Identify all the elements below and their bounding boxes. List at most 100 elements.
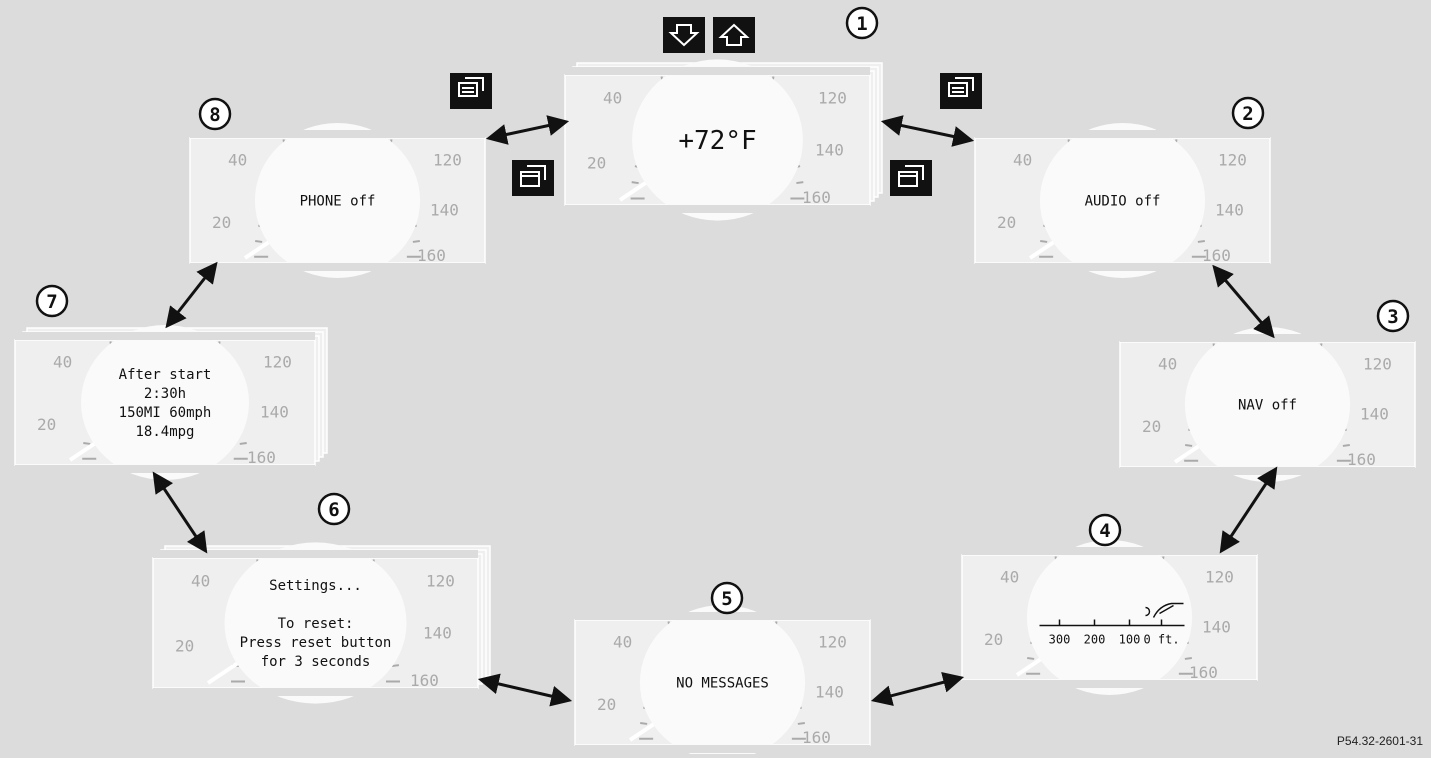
display-area: [1027, 540, 1192, 695]
button-background: [713, 17, 755, 53]
gauge-label: 120: [433, 151, 462, 170]
step-number-label: 6: [328, 499, 339, 521]
gauge-label: 40: [228, 151, 247, 170]
navigation-arrow: [482, 680, 568, 700]
gauge-label: 140: [815, 683, 844, 702]
gauge-tick: [1040, 241, 1047, 242]
step-number-label: 4: [1099, 520, 1110, 542]
gauge-label: 160: [1347, 450, 1376, 469]
step-number-6: 6: [319, 494, 349, 524]
gauge-tick: [240, 443, 247, 444]
distance-scale-label: 0 ft.: [1143, 633, 1179, 647]
gauge-label: 160: [1189, 663, 1218, 682]
gauge-label: 40: [603, 89, 622, 108]
gauge-tick: [796, 182, 803, 183]
menu-back-button-left[interactable]: [450, 73, 492, 109]
gauge-label: 140: [815, 141, 844, 160]
panel-top-mask: [1120, 334, 1415, 342]
step-number-5: 5: [712, 583, 742, 613]
screen-text-line: 18.4mpg: [135, 424, 194, 440]
panel-bottom-mask: [1120, 467, 1415, 475]
step-number-label: 2: [1242, 103, 1253, 125]
menu-forward-button-right[interactable]: [940, 73, 982, 109]
gauge-label: 140: [1215, 201, 1244, 220]
display-area: [81, 325, 249, 480]
gauge-label: 120: [1363, 355, 1392, 374]
step-number-2: 2: [1233, 98, 1263, 128]
step-number-7: 7: [37, 286, 67, 316]
gauge-label: 140: [423, 624, 452, 643]
screen-text-line: PHONE off: [300, 193, 376, 209]
screen-text-line: +72°F: [678, 126, 756, 156]
gauge-label: 140: [430, 201, 459, 220]
gauge-label: 120: [818, 89, 847, 108]
gauge-label: 40: [53, 353, 72, 372]
gauge-label: 20: [175, 637, 194, 656]
screen-text-line: AUDIO off: [1085, 193, 1161, 209]
gauge-tick: [413, 241, 420, 242]
figure-reference: P54.32-2601-31: [1337, 734, 1423, 748]
scroll-up-button[interactable]: [713, 17, 755, 53]
panel-bottom-mask: [153, 688, 478, 696]
panel-bottom-mask: [975, 263, 1270, 271]
panel-top-mask: [565, 67, 870, 75]
gauge-tick: [1343, 445, 1350, 446]
gauge-tick: [392, 665, 399, 666]
gauge-tick: [640, 723, 647, 724]
step-number-3: 3: [1378, 301, 1408, 331]
gauge-label: 120: [426, 572, 455, 591]
gauge-label: 20: [984, 630, 1003, 649]
panel-bottom-mask: [565, 205, 870, 213]
screen-panel-1: 20 40 120 140 160 +72°F: [565, 59, 882, 220]
gauge-label: 160: [802, 728, 831, 747]
screen-text-line: for 3 seconds: [261, 654, 371, 670]
gauge-label: 120: [1218, 151, 1247, 170]
screen-text-line: 150MI 60mph: [119, 405, 212, 421]
panel-top-mask: [962, 547, 1257, 555]
gauge-tick: [1198, 241, 1205, 242]
gauge-label: 40: [1000, 568, 1019, 587]
step-number-label: 8: [209, 104, 220, 126]
gauge-label: 120: [818, 633, 847, 652]
navigation-arrow: [885, 122, 970, 140]
screen-text-line: 2:30h: [144, 386, 186, 402]
step-number-1: 1: [847, 8, 877, 38]
gauge-label: 160: [1202, 246, 1231, 265]
gauge-tick: [255, 241, 262, 242]
panel-bottom-mask: [15, 465, 315, 473]
gauge-tick: [632, 182, 639, 183]
step-number-8: 8: [200, 99, 230, 129]
navigation-arrow: [155, 475, 205, 550]
navigation-arrow: [1215, 268, 1272, 335]
panel-top-mask: [15, 332, 315, 340]
navigation-arrow: [1222, 470, 1275, 550]
screen-text-line: Settings...: [269, 578, 362, 594]
gauge-label: 160: [417, 246, 446, 265]
step-number-label: 5: [721, 588, 732, 610]
gauge-label: 20: [37, 415, 56, 434]
screen-text-line: Press reset button: [240, 635, 392, 651]
scroll-down-button[interactable]: [663, 17, 705, 53]
panel-bottom-mask: [575, 745, 870, 753]
distance-scale-label: 300: [1049, 633, 1071, 647]
button-background: [663, 17, 705, 53]
distance-scale-label: 200: [1084, 633, 1106, 647]
menu-forward-button-left[interactable]: [512, 160, 554, 196]
gauge-label: 40: [1158, 355, 1177, 374]
navigation-arrow: [168, 265, 215, 325]
gauge-label: 20: [587, 154, 606, 173]
menu-back-button-right[interactable]: [890, 160, 932, 196]
panel-top-mask: [153, 550, 478, 558]
screen-text-line: NO MESSAGES: [676, 675, 769, 691]
gauge-label: 20: [212, 213, 231, 232]
gauge-label: 20: [997, 213, 1016, 232]
gauge-label: 160: [802, 188, 831, 207]
gauge-tick: [1185, 658, 1192, 659]
gauge-tick: [1185, 445, 1192, 446]
gauge-tick: [83, 443, 90, 444]
gauge-label: 40: [613, 633, 632, 652]
